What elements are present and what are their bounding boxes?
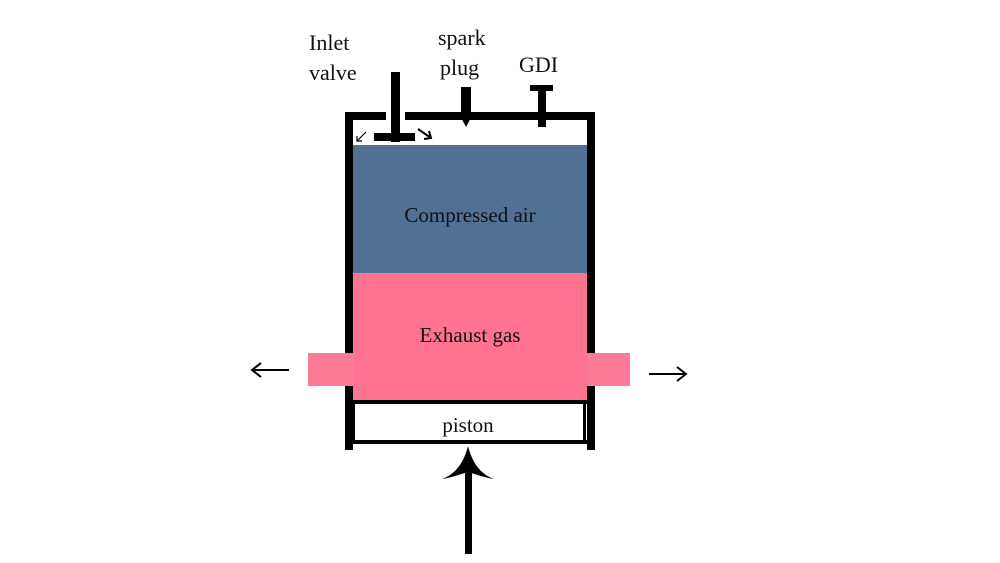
inlet-flow-arrows bbox=[356, 128, 433, 142]
exhaust-gas-region bbox=[352, 273, 588, 400]
piston-force-arrow bbox=[442, 446, 494, 554]
piston bbox=[352, 400, 588, 444]
inlet-valve-label-line1: Inlet bbox=[309, 30, 349, 55]
spark-plug-label-line1: spark bbox=[438, 25, 486, 50]
exhaust-gas-label: Exhaust gas bbox=[420, 323, 521, 347]
gdi-injector bbox=[530, 85, 553, 127]
cylinder-wall bbox=[345, 112, 595, 450]
compressed-air-region bbox=[352, 145, 588, 273]
gdi-label: GDI bbox=[519, 52, 558, 77]
exhaust-arrow-right bbox=[649, 366, 688, 382]
compressed-air-label: Compressed air bbox=[404, 203, 535, 227]
inlet-valve-label-line2: valve bbox=[309, 60, 357, 85]
exhaust-port-right bbox=[588, 353, 630, 386]
exhaust-port-left bbox=[308, 353, 354, 386]
spark-plug bbox=[459, 87, 473, 127]
spark-plug-label-line2: plug bbox=[440, 55, 479, 80]
exhaust-arrow-left bbox=[250, 362, 289, 378]
inlet-valve bbox=[374, 72, 415, 142]
piston-label: piston bbox=[442, 413, 494, 437]
